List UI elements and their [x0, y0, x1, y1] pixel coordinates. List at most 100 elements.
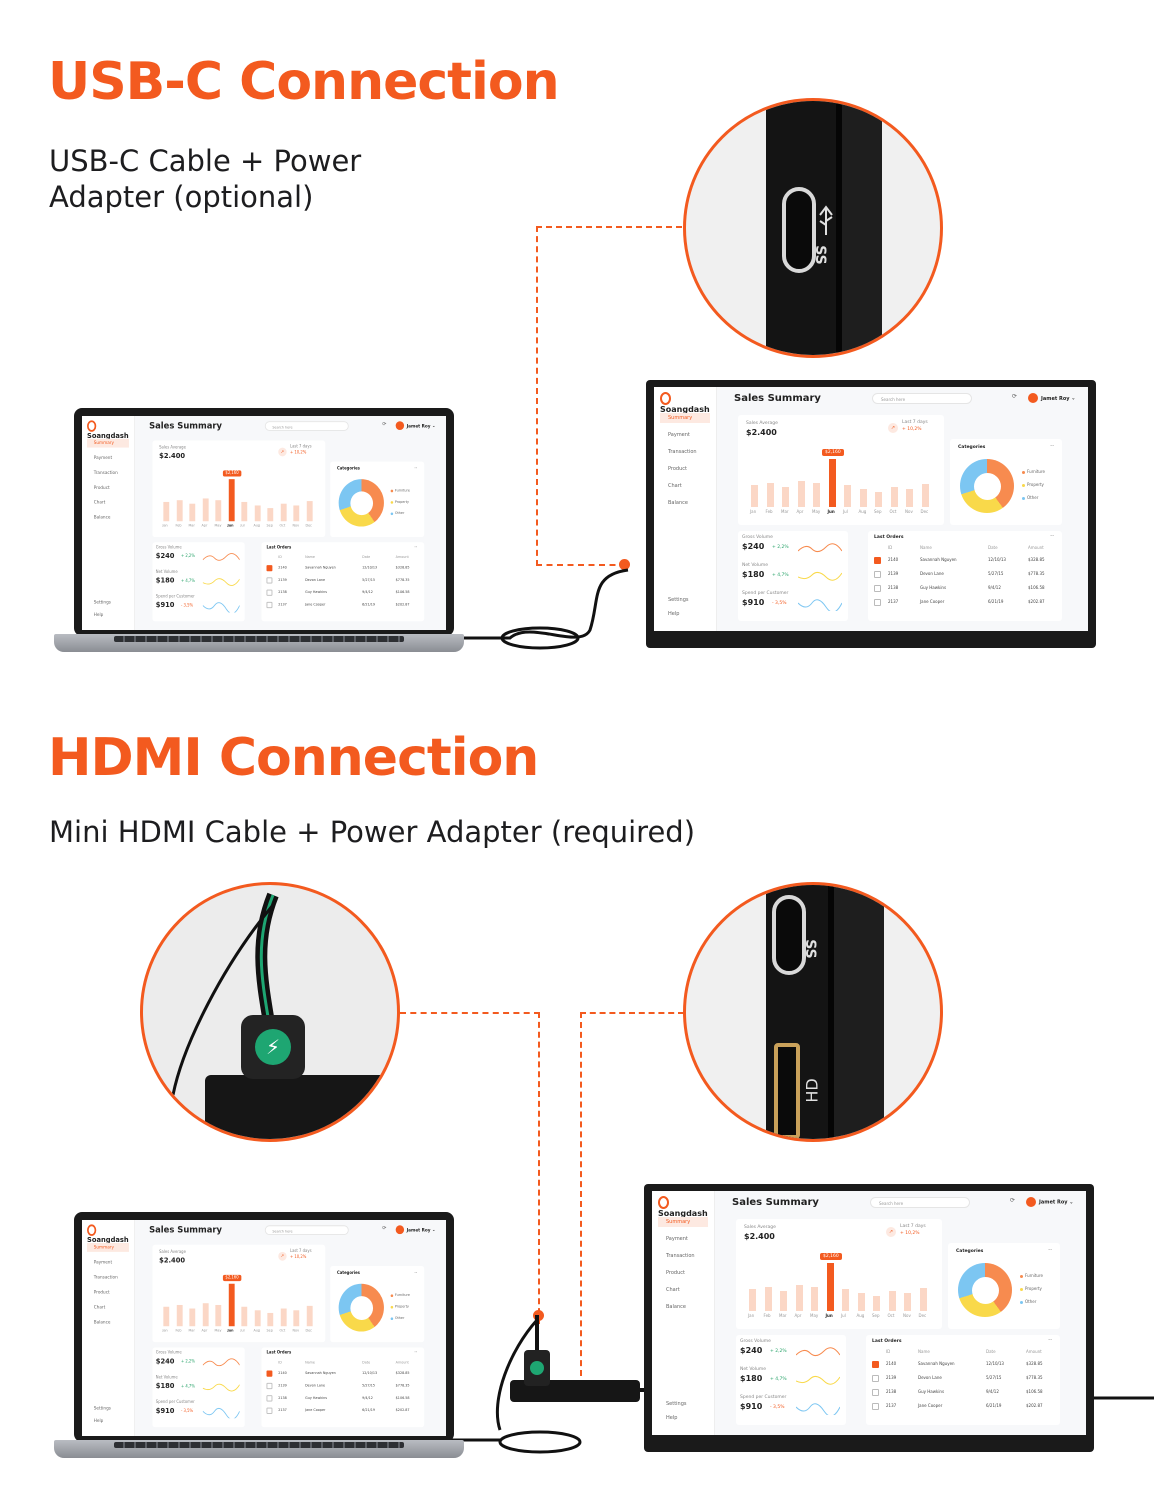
spend-value: $910	[742, 598, 765, 607]
sidebar-item-summary[interactable]: Summary	[87, 438, 129, 448]
table-cell: Savannah Nguyen	[305, 1370, 336, 1375]
row-checkbox[interactable]	[266, 577, 273, 584]
legend-item: Property	[1020, 1286, 1042, 1291]
sales-bar	[766, 483, 774, 507]
row-checkbox[interactable]	[266, 1407, 273, 1414]
refresh-icon[interactable]: ⟳	[1012, 393, 1018, 400]
net-label: Net Volume	[155, 570, 178, 575]
sales-average-card: Sales Average $2.400 ↗ Last 7 days + 10,…	[152, 440, 326, 538]
sales-bar	[828, 459, 836, 507]
user-menu[interactable]: Jamet Roy ⌄	[1028, 393, 1075, 403]
row-checkbox[interactable]	[266, 589, 273, 596]
refresh-icon[interactable]: ⟳	[382, 421, 387, 428]
legend-item: Property	[390, 1304, 409, 1309]
search-input[interactable]: Search here	[264, 1225, 349, 1236]
sidebar-item-payment[interactable]: Payment	[93, 455, 113, 461]
month-label: Jan	[162, 1328, 168, 1333]
sidebar-item-summary[interactable]: Summary	[660, 413, 710, 423]
more-icon[interactable]: ··	[1048, 1247, 1052, 1254]
row-checkbox[interactable]	[266, 1395, 273, 1402]
sidebar-item-product[interactable]: Product	[666, 1270, 685, 1276]
more-icon[interactable]: ··	[1050, 533, 1054, 540]
user-menu[interactable]: Jamet Roy ⌄	[395, 1225, 435, 1235]
sidebar-item-help[interactable]: Help	[668, 611, 680, 617]
row-checkbox[interactable]	[872, 1361, 879, 1368]
more-icon[interactable]: ··	[414, 465, 418, 472]
legend-label: Other	[1025, 1299, 1037, 1304]
sidebar-item-chart[interactable]: Chart	[666, 1287, 680, 1293]
more-icon[interactable]: ··	[414, 544, 418, 551]
more-icon[interactable]: ··	[414, 1349, 418, 1356]
table-cell: 2139	[886, 1375, 897, 1380]
row-checkbox[interactable]	[266, 565, 273, 572]
table-cell: 2139	[888, 571, 899, 576]
legend-item: Furniture	[390, 1293, 410, 1297]
legend-label: Furniture	[1027, 469, 1045, 474]
table-cell: 2138	[888, 585, 899, 590]
row-checkbox[interactable]	[872, 1403, 879, 1410]
sidebar-item-transaction[interactable]: Transaction	[93, 470, 118, 476]
sidebar-item-payment[interactable]: Payment	[666, 1236, 688, 1242]
month-label: Jun	[227, 1328, 234, 1333]
sidebar-item-product[interactable]: Product	[668, 466, 687, 472]
sidebar-item-balance[interactable]: Balance	[668, 500, 688, 506]
month-label: Dec	[920, 509, 929, 514]
user-menu[interactable]: Jamet Roy ⌄	[395, 421, 435, 431]
row-checkbox[interactable]	[874, 585, 881, 592]
row-checkbox[interactable]	[874, 571, 881, 578]
sidebar-item-help[interactable]: Help	[93, 1418, 104, 1424]
sidebar-item-summary[interactable]: Summary	[658, 1217, 708, 1227]
month-label: Mar	[781, 509, 789, 514]
sidebar-item-chart[interactable]: Chart	[668, 483, 682, 489]
month-label: Mar	[188, 523, 195, 528]
more-icon[interactable]: ··	[414, 1269, 418, 1276]
sidebar-item-balance[interactable]: Balance	[93, 1320, 111, 1326]
power-adapter-zoom: ⚡	[140, 882, 400, 1142]
more-icon[interactable]: ··	[1050, 443, 1054, 450]
orders-header: Amount	[395, 1359, 409, 1365]
row-checkbox[interactable]	[266, 601, 273, 609]
sidebar-item-chart[interactable]: Chart	[93, 500, 106, 506]
table-cell: 6/21/19	[362, 601, 376, 607]
sidebar-item-help[interactable]: Help	[666, 1415, 678, 1421]
row-checkbox[interactable]	[872, 1389, 879, 1396]
sidebar-item-product[interactable]: Product	[93, 1289, 110, 1296]
row-checkbox[interactable]	[266, 1370, 273, 1377]
sidebar-item-summary[interactable]: Summary	[87, 1243, 129, 1252]
legend-label: Property	[394, 499, 410, 504]
sidebar-item-transaction[interactable]: Transaction	[666, 1253, 695, 1259]
search-input[interactable]: Search here	[264, 421, 349, 431]
sidebar-item-transaction[interactable]: Transaction	[668, 449, 697, 455]
sidebar-item-settings[interactable]: Settings	[93, 600, 111, 606]
month-label: Dec	[305, 523, 313, 528]
table-cell: 2139	[278, 577, 287, 582]
row-checkbox[interactable]	[874, 557, 881, 564]
sales-average-value: $2.400	[159, 1256, 186, 1265]
sidebar-item-product[interactable]: Product	[93, 485, 110, 491]
sidebar-item-settings[interactable]: Settings	[668, 597, 689, 603]
sidebar-item-settings[interactable]: Settings	[666, 1401, 687, 1407]
sidebar-item-balance[interactable]: Balance	[666, 1304, 686, 1310]
row-checkbox[interactable]	[266, 1382, 273, 1390]
row-checkbox[interactable]	[872, 1375, 879, 1382]
gross-label: Gross Volume	[155, 545, 182, 551]
sales-bar	[228, 1283, 235, 1327]
sidebar-item-chart[interactable]: Chart	[93, 1304, 106, 1311]
legend-dot-icon	[1020, 1274, 1023, 1278]
user-menu[interactable]: Jamet Roy ⌄	[1026, 1197, 1073, 1207]
row-checkbox[interactable]	[874, 599, 881, 606]
more-icon[interactable]: ··	[1048, 1337, 1052, 1344]
refresh-icon[interactable]: ⟳	[382, 1225, 387, 1232]
sidebar-item-help[interactable]: Help	[93, 612, 104, 618]
table-cell: 5/27/15	[362, 577, 376, 582]
sidebar-item-transaction[interactable]: Transaction	[93, 1274, 118, 1281]
search-input[interactable]: Search here	[870, 1197, 970, 1208]
sidebar-item-payment[interactable]: Payment	[93, 1259, 113, 1266]
search-input[interactable]: Search here	[872, 393, 972, 404]
gross-label: Gross Volume	[740, 1339, 771, 1344]
sidebar-item-settings[interactable]: Settings	[93, 1405, 111, 1412]
refresh-icon[interactable]: ⟳	[1010, 1197, 1016, 1204]
sidebar-item-balance[interactable]: Balance	[93, 515, 111, 521]
sidebar-item-payment[interactable]: Payment	[668, 432, 690, 438]
